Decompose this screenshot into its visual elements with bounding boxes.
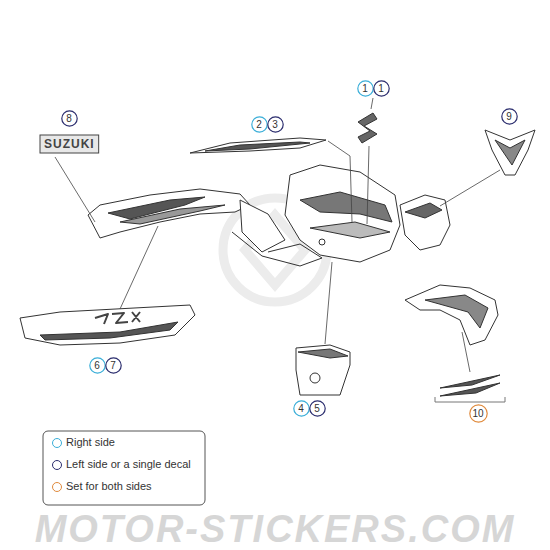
decal-lettering: SUZUKI (44, 137, 95, 151)
callout-number: 5 (309, 400, 326, 417)
decal-outline (40, 135, 99, 153)
fairing-hole (319, 239, 325, 245)
leader-line (367, 146, 369, 224)
callout-number-text: 10 (469, 404, 488, 423)
watermark: MOTOR-STICKERS.COM (35, 508, 516, 550)
side-panel (296, 345, 350, 395)
callout-number: 7 (105, 357, 122, 374)
nose-cowl (485, 130, 535, 175)
s-logo (358, 113, 377, 143)
callout-number-text: 9 (501, 108, 518, 125)
callout-number-text: 1 (373, 80, 390, 97)
callout-number: 4 (293, 400, 310, 417)
top-decal (190, 138, 326, 153)
callout-number: 6 (89, 357, 106, 374)
top-decal-stripe (205, 142, 310, 151)
callout-number-text: 5 (309, 400, 326, 417)
leader-line (55, 157, 95, 222)
tail-cowl (88, 189, 250, 238)
fender-decal (425, 295, 488, 328)
tail-stripe (120, 205, 225, 224)
callout-number: 2 (251, 116, 268, 133)
front-side-cowl (400, 195, 450, 250)
callout-number-text: 7 (105, 357, 122, 374)
callout-number: 9 (501, 108, 518, 125)
callout-number-text: 3 (267, 116, 284, 133)
side-tail-graphic (95, 312, 140, 324)
legend-box (43, 431, 205, 505)
callout-number-text: 4 (293, 400, 310, 417)
callout-number: 8 (61, 110, 78, 127)
callout-number: 10 (469, 404, 488, 423)
legend-text: Right side (66, 436, 115, 448)
legend-swatch (52, 482, 62, 492)
legend-swatch (52, 438, 62, 448)
front-fender (405, 285, 498, 345)
legend-swatch (52, 460, 62, 470)
callout-number-text: 1 (357, 80, 374, 97)
side-panel-stripe (298, 349, 348, 358)
leader-line (371, 98, 373, 109)
leader-line (120, 226, 158, 309)
fender-stripe-set (440, 375, 500, 396)
leader-line (325, 262, 332, 344)
side-tail-stripe (40, 322, 178, 340)
legend-text: Set for both sides (66, 480, 152, 492)
callout-number-text: 6 (89, 357, 106, 374)
side-panel-hole (310, 373, 320, 383)
set-bracket (435, 397, 505, 402)
leader-line (440, 170, 500, 206)
callout-number-text: 2 (251, 116, 268, 133)
callout-number-text: 8 (61, 110, 78, 127)
callout-number: 3 (267, 116, 284, 133)
callout-number: 1 (357, 80, 374, 97)
leader-line (328, 141, 352, 222)
leader-line (462, 332, 470, 372)
fuel-tank-fairing (285, 165, 400, 262)
callout-number: 1 (373, 80, 390, 97)
side-tail-decal (20, 305, 195, 345)
nose-decal (495, 140, 525, 165)
front-side-decal (405, 203, 442, 218)
fairing-stripe (310, 222, 390, 238)
legend-text: Left side or a single decal (66, 458, 191, 470)
fairing-decal (300, 192, 392, 222)
